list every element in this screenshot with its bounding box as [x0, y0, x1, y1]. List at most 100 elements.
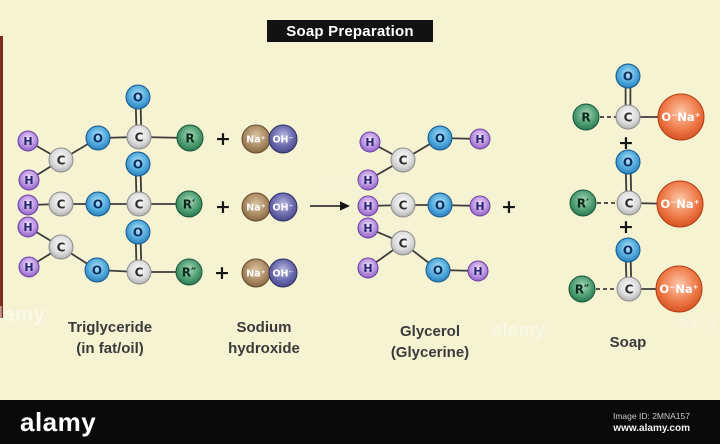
- atom-label: R″: [182, 265, 197, 279]
- atom-o: [427, 192, 453, 218]
- atom-label: H: [23, 221, 32, 234]
- plus-sign: +: [501, 196, 517, 218]
- atom-label: R′: [577, 196, 589, 210]
- atom-o: [85, 191, 111, 217]
- atom-r: [175, 190, 203, 218]
- atom-o: [615, 63, 641, 89]
- sodium-hydroxide-label: Sodium hydroxide: [184, 317, 344, 359]
- triglyceride-label: Triglyceride (in fat/oil): [30, 317, 190, 359]
- atom-c: [390, 147, 416, 173]
- alamy-url: www.alamy.com: [613, 422, 690, 434]
- atom-ona: [655, 265, 703, 313]
- sodium-label-line2: hydroxide: [228, 340, 300, 357]
- atom-label: H: [23, 199, 32, 212]
- atom-o: [125, 84, 151, 110]
- alamy-watermark-bar: alamy Image ID: 2MNA157 www.alamy.com: [0, 400, 720, 444]
- atom-h: [17, 216, 39, 238]
- atom-oh: [268, 192, 298, 222]
- atom-label: H: [365, 136, 374, 149]
- triglyceride-label-line1: Triglyceride: [67, 319, 153, 336]
- atom-label: OH⁻: [272, 134, 293, 145]
- atom-c: [48, 147, 74, 173]
- atom-label: O: [433, 263, 443, 277]
- atom-c: [390, 230, 416, 256]
- atom-h: [469, 128, 491, 150]
- atom-label: O⁻Na⁺: [660, 197, 699, 211]
- atom-h: [17, 194, 39, 216]
- sodium-label-line1: Sodium: [236, 319, 292, 336]
- plus-sign: +: [618, 216, 634, 238]
- atom-label: Na⁺: [246, 268, 265, 279]
- atom-r: [569, 189, 597, 217]
- plus-sign: +: [618, 132, 634, 154]
- atom-r: [572, 103, 600, 131]
- atom-o: [84, 257, 110, 283]
- atom-label: H: [24, 174, 33, 187]
- atom-label: O: [435, 131, 445, 145]
- reaction-arrow-head: [340, 201, 350, 211]
- left-edge-artifact: [0, 36, 3, 318]
- atom-label: C: [135, 265, 144, 279]
- atom-label: OH⁻: [272, 268, 293, 279]
- atom-label: H: [363, 174, 372, 187]
- atom-label: H: [23, 135, 32, 148]
- atom-label: OH⁻: [272, 202, 293, 213]
- atom-label: H: [363, 262, 372, 275]
- atom-h: [357, 195, 379, 217]
- atom-label: H: [475, 133, 484, 146]
- atom-r: [175, 258, 203, 286]
- atom-oh: [268, 124, 298, 154]
- atom-label: O: [133, 90, 143, 104]
- atom-label: O: [623, 155, 633, 169]
- atom-label: O: [623, 243, 633, 257]
- atom-o: [85, 125, 111, 151]
- atom-label: C: [57, 197, 66, 211]
- plus-sign: +: [214, 262, 230, 284]
- atom-c: [616, 276, 642, 302]
- atom-label: O: [92, 263, 102, 277]
- atom-c: [390, 192, 416, 218]
- atom-label: R′: [183, 197, 195, 211]
- atom-label: H: [363, 200, 372, 213]
- atom-o: [125, 151, 151, 177]
- soap-label: Soap: [609, 334, 647, 351]
- atom-o: [125, 219, 151, 245]
- atom-label: R: [581, 110, 590, 124]
- atom-label: O⁻Na⁺: [659, 282, 698, 296]
- atom-c: [48, 234, 74, 260]
- atom-label: C: [624, 110, 633, 124]
- atom-label: O: [435, 198, 445, 212]
- atom-c: [615, 104, 641, 130]
- image-id: Image ID: 2MNA157: [612, 410, 690, 421]
- atom-label: Na⁺: [246, 202, 265, 213]
- atom-label: O: [93, 131, 103, 145]
- atom-o: [425, 257, 451, 283]
- atom-label: C: [135, 197, 144, 211]
- diagram-title: Soap Preparation: [267, 20, 433, 42]
- atom-label: C: [399, 236, 408, 250]
- atom-label: H: [363, 222, 372, 235]
- atom-h: [357, 257, 379, 279]
- atom-label: Na⁺: [246, 134, 265, 145]
- atom-h: [17, 130, 39, 152]
- atom-label: R: [185, 131, 194, 145]
- atom-h: [467, 260, 489, 282]
- atom-label: H: [473, 265, 482, 278]
- atom-c: [48, 191, 74, 217]
- atom-h: [357, 217, 379, 239]
- atom-label: C: [625, 282, 634, 296]
- atom-h: [18, 256, 40, 278]
- atom-label: C: [625, 196, 634, 210]
- glycerol-label-line2: (Glycerine): [390, 344, 470, 361]
- atom-h: [359, 131, 381, 153]
- atom-c: [126, 259, 152, 285]
- atom-label: C: [399, 153, 408, 167]
- atom-r: [176, 124, 204, 152]
- atom-ona: [656, 180, 704, 228]
- alamy-logo: alamy: [20, 406, 97, 437]
- atom-c: [616, 190, 642, 216]
- atom-label: O: [133, 157, 143, 171]
- atom-o: [615, 237, 641, 263]
- atom-o: [615, 149, 641, 175]
